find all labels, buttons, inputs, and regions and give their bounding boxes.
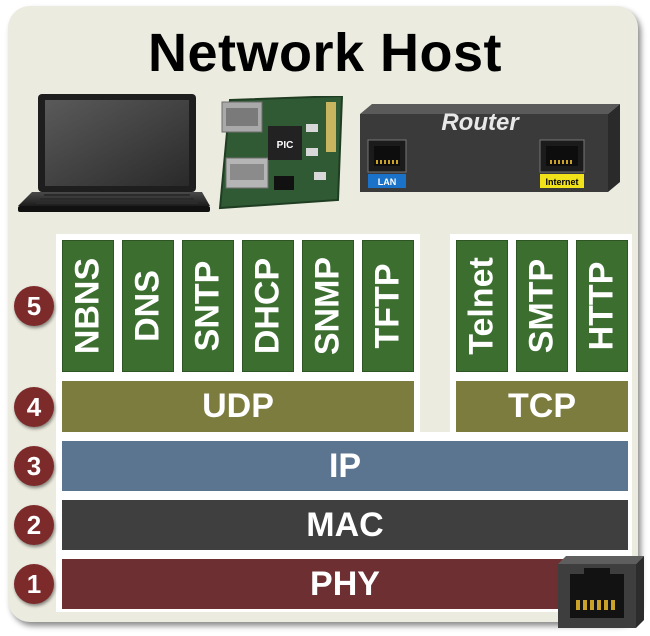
router-label: Router [441,109,520,136]
app-tftp: TFTP [362,240,414,372]
layer-number-3: 3 [14,446,54,486]
layer-number-5: 5 [14,286,54,326]
app-dhcp: DHCP [242,240,294,372]
app-telnet: Telnet [456,240,508,372]
diagram-title: Network Host [147,23,503,83]
layer-phy: PHY [62,559,628,609]
board-brand: PIC [277,140,294,151]
layer-tcp: TCP [456,381,628,432]
layer-udp: UDP [62,381,414,432]
app-snmp: SNMP [302,240,354,372]
app-smtp: SMTP [516,240,568,372]
app-http: HTTP [576,240,628,372]
internet-label: Internet [545,177,578,187]
router-icon: Router LAN Internet [360,104,620,192]
lan-label: LAN [378,177,397,187]
app-nbns: NBNS [62,240,114,372]
app-sntp: SNTP [182,240,234,372]
app-dns: DNS [122,240,174,372]
ethernet-jack-icon [558,556,644,628]
layer-number-2: 2 [14,505,54,545]
pic-board-icon: PIC [218,96,344,210]
layer-mac: MAC [62,500,628,550]
layer-ip: IP [62,441,628,491]
layer-number-4: 4 [14,387,54,427]
layer-number-1: 1 [14,564,54,604]
laptop-icon [18,94,210,212]
